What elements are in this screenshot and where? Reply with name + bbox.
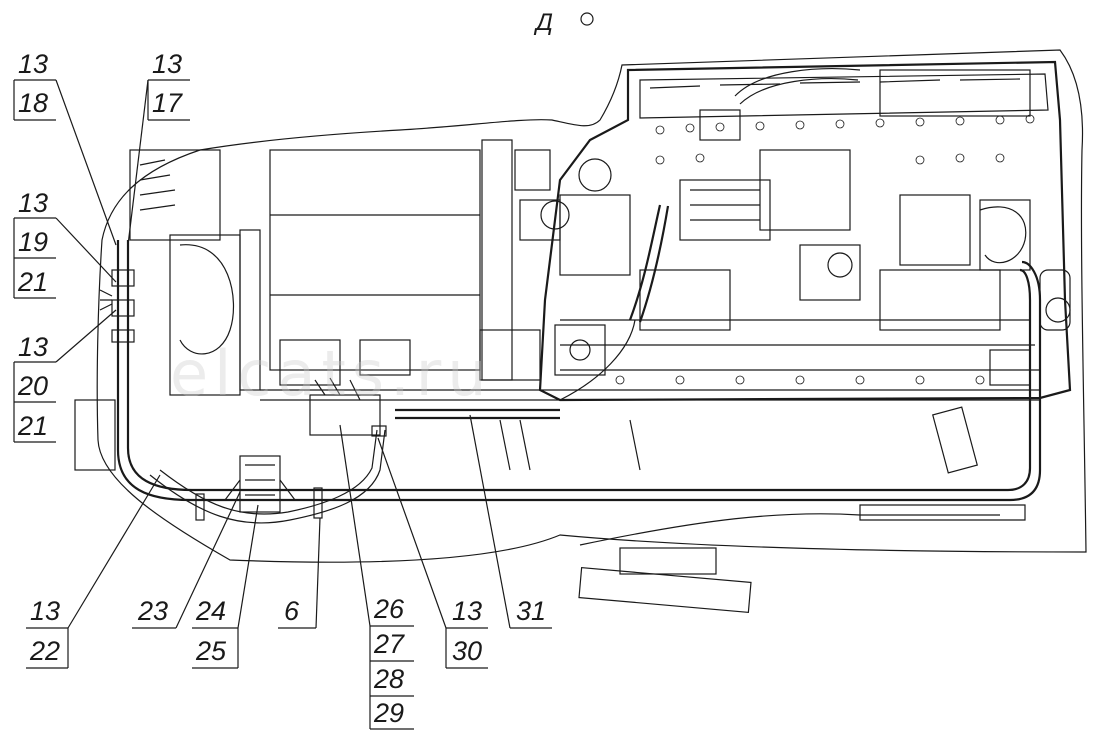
callout-number: 23 (137, 596, 168, 626)
callout-13-17: 13 17 (127, 49, 190, 246)
callout-23: 23 (132, 491, 241, 629)
callout-number: 13 (18, 49, 48, 79)
view-circle-icon (580, 12, 594, 26)
callout-number: 24 (195, 596, 226, 626)
callout-24-25: 24 25 (192, 504, 259, 669)
view-label: Д (533, 9, 553, 36)
callout-26-29: 26 27 28 29 (339, 424, 414, 730)
callout-13-30: 13 30 (377, 437, 488, 669)
callout-number: 21 (17, 411, 48, 441)
callout-number: 30 (452, 636, 482, 666)
callout-number: 20 (17, 371, 48, 401)
callout-number: 6 (284, 596, 300, 626)
engine-block (519, 60, 1072, 402)
callout-number: 13 (152, 49, 182, 79)
callout-13-20-21: 13 20 21 (13, 309, 117, 443)
callout-number: 18 (18, 88, 48, 118)
pipe-loop (99, 204, 1042, 524)
transmission-housing (74, 139, 1040, 474)
section-outline (96, 49, 1087, 563)
callout-number: 29 (373, 698, 404, 728)
callout-number: 25 (195, 636, 227, 666)
view-designation: Д (533, 9, 594, 36)
callout-number: 17 (152, 88, 183, 118)
callout-number: 13 (18, 332, 48, 362)
callout-number: 28 (373, 664, 404, 694)
callout-number: 13 (30, 596, 60, 626)
callout-number: 26 (373, 594, 405, 624)
callout-6: 6 (278, 517, 321, 629)
callout-number: 19 (18, 227, 48, 257)
frame-members (499, 419, 1026, 614)
callout-number: 27 (373, 629, 405, 659)
callout-number: 31 (516, 596, 546, 626)
callout-13-18: 13 18 (13, 49, 117, 246)
watermark: elcats.ru (170, 337, 493, 410)
callout-number: 22 (29, 636, 60, 666)
callout-13-19-21: 13 19 21 (13, 188, 117, 299)
callout-13-22: 13 22 (26, 474, 161, 669)
callout-number: 13 (452, 596, 482, 626)
callout-number: 21 (17, 267, 48, 297)
callout-31: 31 (469, 414, 552, 629)
callout-number: 13 (18, 188, 48, 218)
bolt-row (615, 114, 1035, 385)
